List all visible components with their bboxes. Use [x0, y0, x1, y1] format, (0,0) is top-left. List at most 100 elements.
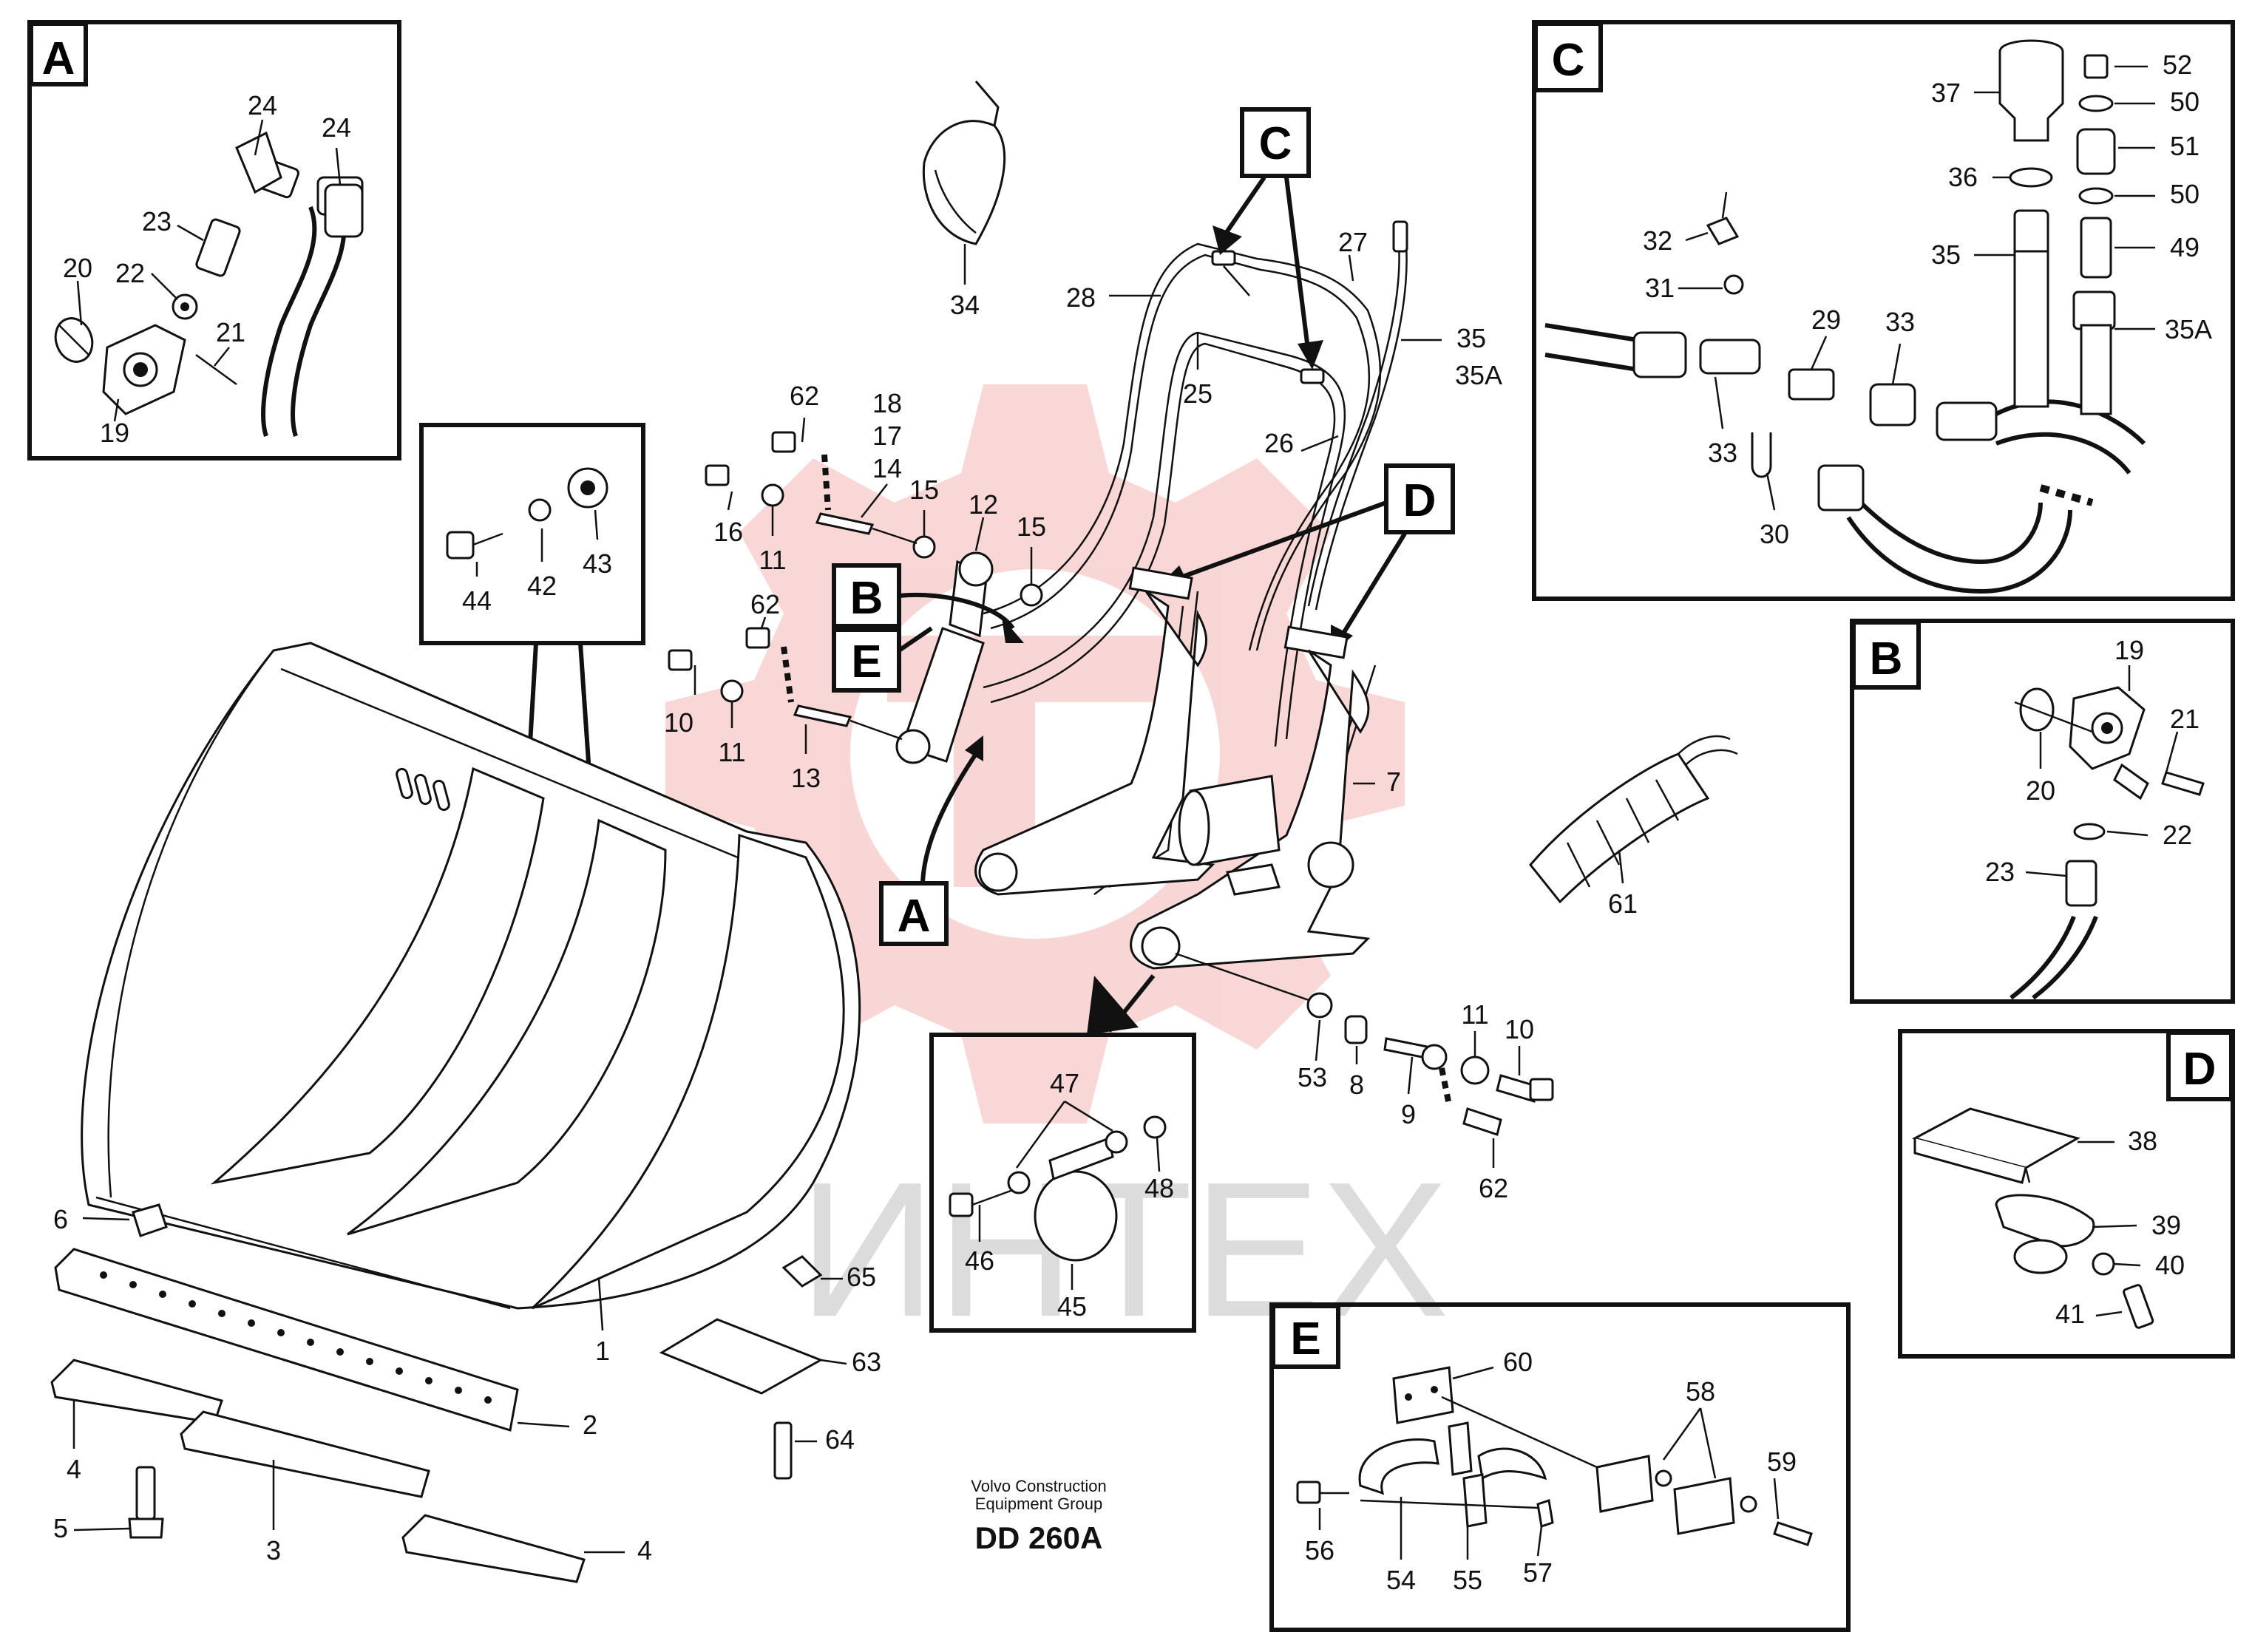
label-c-33b: 33	[1708, 438, 1737, 468]
label-e-54: 54	[1386, 1565, 1416, 1595]
inset-c: C	[1532, 20, 2235, 601]
label-65: 65	[847, 1262, 876, 1292]
label-26: 26	[1264, 428, 1294, 458]
inset-b: B 19 21 20 22 23	[1850, 619, 2235, 1004]
cutting-edges: 6 2 4 5 3 4	[50, 1203, 652, 1583]
label-c-49: 49	[2170, 232, 2200, 262]
label-45: 45	[1057, 1291, 1087, 1322]
label-e-55: 55	[1453, 1565, 1482, 1595]
svg-text:E: E	[851, 636, 881, 687]
label-7: 7	[1386, 766, 1401, 797]
label-9: 9	[1401, 1099, 1416, 1129]
label-a-19: 19	[100, 418, 129, 448]
label-28: 28	[1066, 282, 1096, 313]
svg-text:C: C	[1259, 118, 1292, 169]
footer-code: DD 260A	[975, 1520, 1103, 1555]
label-4a: 4	[67, 1454, 81, 1484]
label-c-29: 29	[1811, 305, 1841, 335]
label-18: 18	[872, 388, 902, 418]
label-c-35a: 35A	[2165, 314, 2212, 344]
label-44: 44	[462, 585, 492, 616]
wear-plate-63-65: 65 63 64	[659, 1255, 881, 1480]
svg-text:B: B	[850, 573, 883, 624]
svg-text:A: A	[898, 891, 931, 942]
label-17: 17	[872, 421, 902, 451]
label-a-22: 22	[115, 258, 145, 288]
label-63: 63	[852, 1347, 881, 1377]
label-14: 14	[872, 453, 902, 483]
footer-company-line1: Volvo Construction	[971, 1477, 1106, 1495]
label-c-33a: 33	[1885, 307, 1915, 337]
svg-text:D: D	[1403, 475, 1437, 526]
label-62c: 62	[1479, 1173, 1508, 1203]
label-e-60: 60	[1503, 1347, 1533, 1377]
bucket: 1	[81, 642, 861, 1366]
footer-company-line2: Equipment Group	[975, 1495, 1102, 1513]
label-c-36: 36	[1948, 162, 1978, 192]
label-15a: 15	[909, 475, 939, 505]
label-2: 2	[583, 1410, 597, 1440]
label-6: 6	[53, 1204, 68, 1234]
label-62b: 62	[750, 589, 780, 619]
label-48: 48	[1144, 1173, 1174, 1203]
label-35: 35	[1456, 323, 1486, 353]
label-b-21: 21	[2170, 704, 2200, 734]
label-47: 47	[1050, 1068, 1079, 1098]
label-11b: 11	[718, 737, 745, 767]
inset-a-letter: A	[42, 33, 75, 84]
inset-d-letter: D	[2183, 1044, 2217, 1095]
label-12: 12	[969, 489, 998, 520]
label-10a: 10	[664, 707, 693, 738]
spiral-wrap: 61	[1529, 735, 1738, 919]
label-c-37: 37	[1931, 78, 1961, 108]
label-d-39: 39	[2151, 1210, 2181, 1240]
label-e-56: 56	[1305, 1535, 1334, 1566]
label-13: 13	[791, 763, 821, 793]
watermark-text: ИНТЕХ	[798, 1143, 1449, 1357]
label-e-58: 58	[1686, 1376, 1715, 1407]
inset-b-letter: B	[1870, 633, 1903, 684]
label-c-31: 31	[1645, 273, 1675, 303]
label-34: 34	[950, 290, 980, 320]
label-b-19: 19	[2114, 635, 2144, 665]
label-e-59: 59	[1767, 1447, 1797, 1477]
label-25: 25	[1183, 378, 1213, 409]
label-b-22: 22	[2163, 820, 2192, 850]
label-11c: 11	[1461, 999, 1488, 1030]
inset-d: D 38 39 40 41	[1898, 1029, 2235, 1359]
label-d-38: 38	[2128, 1126, 2157, 1156]
label-11a: 11	[759, 545, 786, 575]
label-42: 42	[527, 571, 557, 601]
label-46: 46	[965, 1245, 994, 1276]
label-3: 3	[266, 1535, 281, 1566]
callout-a-main: A	[879, 735, 983, 946]
label-a-21: 21	[216, 317, 245, 347]
label-64: 64	[825, 1424, 855, 1455]
footer: Volvo Construction Equipment Group DD 26…	[971, 1477, 1106, 1555]
inset-e-letter: E	[1290, 1313, 1320, 1364]
label-a-24a: 24	[248, 90, 277, 120]
cable-tie: 34	[922, 81, 1006, 320]
label-10b: 10	[1505, 1014, 1534, 1044]
label-a-24b: 24	[322, 112, 351, 143]
callout-e-main: E	[832, 626, 933, 693]
label-16: 16	[713, 517, 743, 547]
label-c-30: 30	[1760, 519, 1789, 549]
label-d-40: 40	[2155, 1250, 2185, 1280]
lower-pin-assembly: 53 8 9 11 10 62	[1175, 952, 1554, 1203]
label-27: 27	[1338, 227, 1368, 257]
label-c-50a: 50	[2170, 86, 2200, 117]
label-c-52: 52	[2163, 50, 2192, 80]
label-61: 61	[1608, 888, 1638, 919]
label-c-51: 51	[2170, 131, 2200, 161]
label-b-20: 20	[2026, 775, 2055, 806]
callout-c-main: C	[1213, 107, 1323, 370]
inset-c-letter: C	[1552, 35, 1585, 86]
hydraulic-lines: 28 27 35 35A 25 26	[983, 220, 1502, 947]
label-4b: 4	[637, 1535, 652, 1566]
label-a-20: 20	[63, 253, 92, 283]
inset-e: E 60 58 59 56 54 55 57	[1269, 1302, 1851, 1632]
label-53: 53	[1298, 1062, 1327, 1092]
cylinder-assembly: 62 18 17 14 16 11 15 12 15 62 10 11 13	[664, 381, 1046, 793]
